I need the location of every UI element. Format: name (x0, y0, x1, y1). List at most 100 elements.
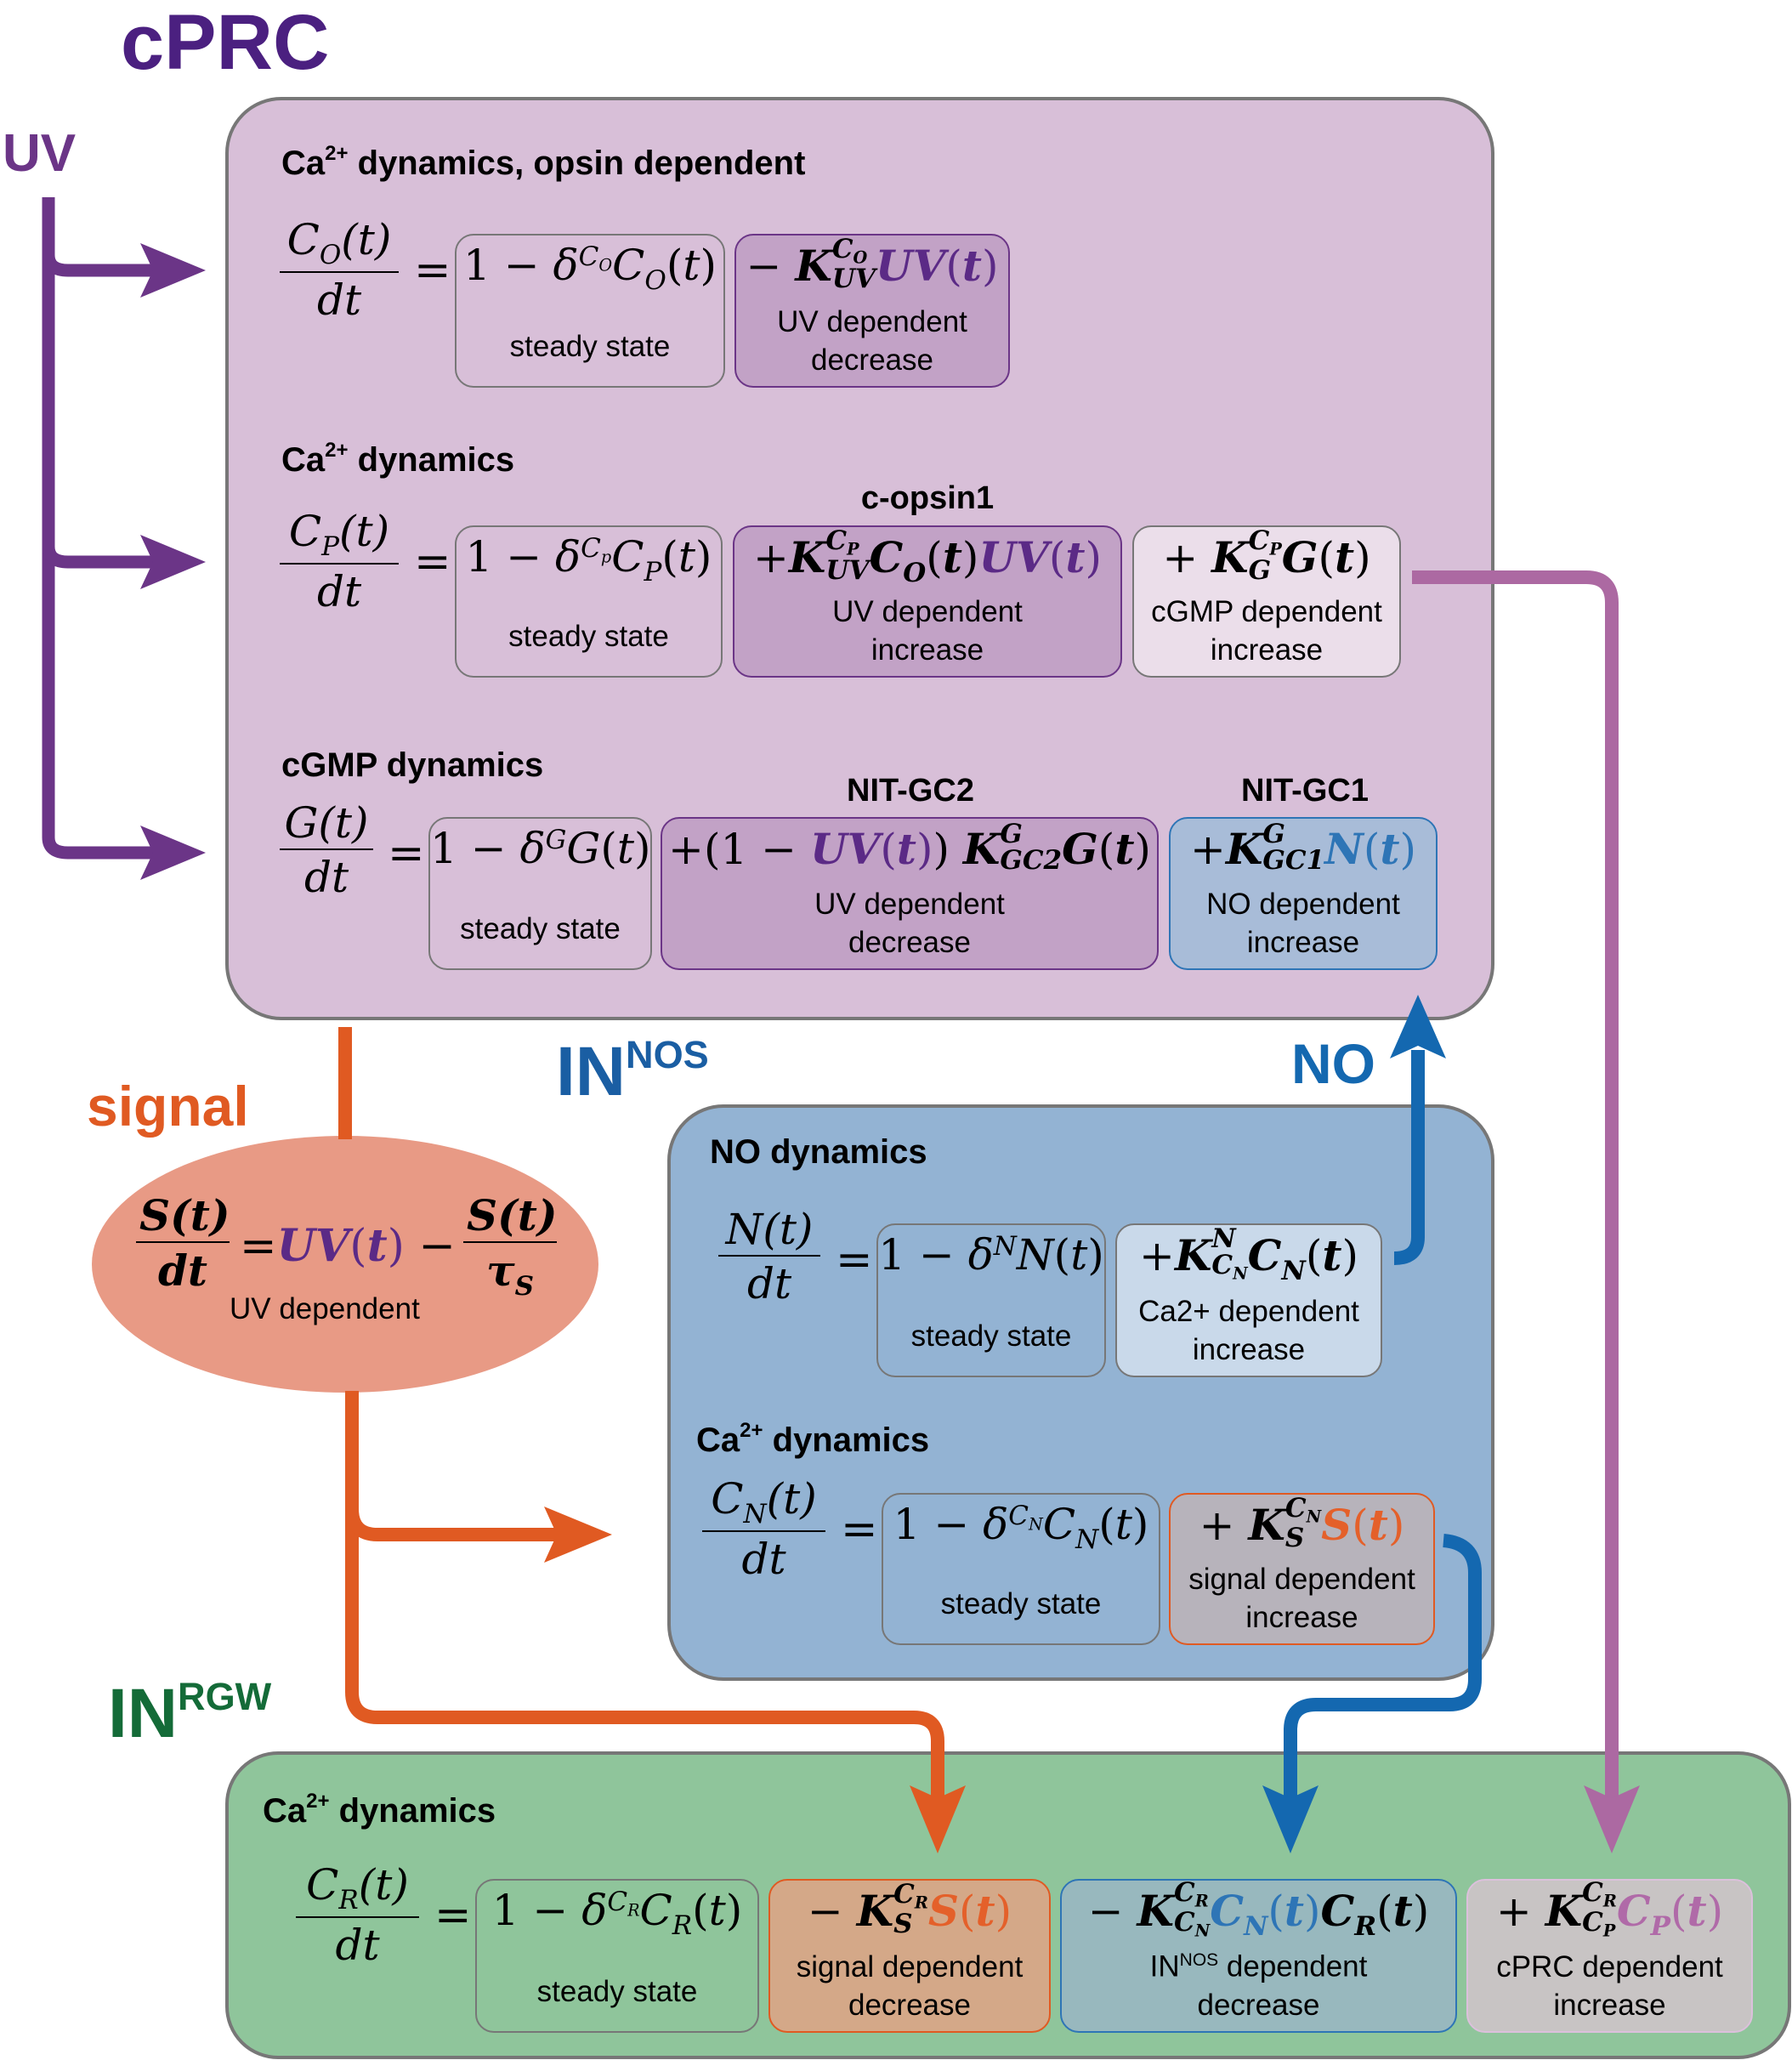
frac-denominator: τS (485, 1246, 535, 1302)
signal-trunk-bottom (345, 1391, 944, 1815)
s-lhs-fraction: S(t) dt (136, 1190, 230, 1298)
s-tau-fraction: S(t) τS (463, 1190, 558, 1303)
title-rest: dynamics (348, 441, 515, 479)
cr-term-steady-state: 1 − δCRCR(t) steady state (475, 1879, 759, 2033)
in-nos-base: IN (556, 1033, 626, 1110)
nit-gc2-label: NIT-GC2 (847, 773, 974, 809)
term-expression: 1 − δCNCN(t) (893, 1500, 1149, 1555)
uv-arrowheads (140, 243, 206, 880)
cn-lhs-fraction: CN(t) dt (702, 1473, 825, 1587)
term-expression: 1 − δCOCO(t) (463, 241, 717, 296)
signal-ellipse (92, 1136, 598, 1393)
frac-numerator: CN(t) (702, 1473, 825, 1533)
c-opsin1-label: c-opsin1 (860, 480, 995, 516)
equals-sign: = (414, 536, 451, 587)
caption-in: IN (1149, 1950, 1180, 1983)
term-caption: cGMP dependent increase (1151, 595, 1382, 667)
uv-arrowhead-2 (140, 535, 206, 589)
frac-denominator: dt (741, 1535, 786, 1585)
nos-section-2-title: Ca2+ dynamics (696, 1421, 929, 1459)
nos-section-1-title: NO dynamics (710, 1133, 927, 1171)
caption-dependent: dependent (1218, 1950, 1368, 1983)
cp-term-steady-state: 1 − δCpCP(t) steady state (455, 525, 723, 678)
frac-numerator: S(t) (136, 1190, 230, 1243)
title-ca: Ca (263, 1792, 307, 1830)
title-rest: dynamics, opsin dependent (348, 145, 806, 182)
in-nos-sup: NOS (626, 1033, 709, 1076)
frac-denominator: dt (303, 853, 349, 902)
frac-denominator: dt (316, 275, 362, 326)
frac-numerator: S(t) (463, 1190, 558, 1243)
title-ca: Ca (696, 1422, 740, 1459)
title-sup: 2+ (306, 1790, 330, 1813)
signal-arrowhead-nos (544, 1507, 612, 1563)
co-lhs-fraction: CO(t) dt (280, 214, 399, 328)
uv-arrowhead-1 (140, 243, 206, 298)
signal-rhs: =UV(t) − (240, 1220, 457, 1272)
cprc-section-1-title: Ca2+ dynamics, opsin dependent (281, 144, 806, 182)
equals-sign: = (414, 245, 451, 296)
term-caption: signal dependent increase (1188, 1563, 1415, 1634)
cn-term-steady-state: 1 − δCNCN(t) steady state (882, 1493, 1160, 1645)
cprc-section-2-title: Ca2+ dynamics (281, 440, 515, 479)
title-sup: 2+ (325, 439, 349, 462)
cr-lhs-fraction: CR(t) dt (296, 1859, 419, 1973)
g-lhs-fraction: G(t) dt (280, 797, 373, 905)
n-term-steady-state: 1 − δNN(t) steady state (876, 1223, 1106, 1377)
in-nos-label: INNOS (556, 1036, 709, 1107)
cp-to-rgw-arrow (1412, 570, 1640, 1853)
term-caption: UV dependent decrease (814, 888, 1005, 959)
equals-sign: = (836, 1234, 873, 1285)
term-expression: 1 − δCpCP(t) (465, 532, 712, 587)
frac-numerator: G(t) (280, 797, 373, 850)
caption-nos: NOS (1179, 1950, 1219, 1971)
uv-label: UV (3, 124, 77, 183)
no-label: NO (1291, 1032, 1375, 1095)
term-caption: signal dependent decrease (796, 1950, 1024, 2022)
term-caption: steady state (460, 912, 621, 945)
frac-denominator: dt (316, 567, 362, 617)
rgw-section-title: Ca2+ dynamics (263, 1791, 496, 1830)
equals-sign: = (388, 828, 425, 879)
g-term-steady-state: 1 − δGG(t) steady state (428, 817, 652, 970)
signal-label: signal (87, 1075, 249, 1138)
uv-branch-2 (42, 546, 174, 569)
frac-numerator: CP(t) (280, 506, 399, 565)
equals-sign: = (240, 1221, 277, 1272)
term-caption: Ca2+ dependent increase (1138, 1295, 1359, 1366)
uv-branch-1 (42, 254, 174, 277)
cn-to-rgw-arrow (1262, 1534, 1482, 1853)
equals-sign: = (841, 1504, 878, 1555)
term-caption: steady state (940, 1587, 1102, 1620)
frac-denominator: dt (157, 1246, 208, 1296)
term-caption: UV dependent increase (832, 595, 1023, 667)
uv-arrows (42, 197, 174, 860)
term-caption: steady state (536, 1975, 698, 2008)
equals-sign: = (434, 1890, 472, 1941)
cprc-title: cPRC (121, 0, 330, 86)
signal-caption: UV dependent (230, 1292, 420, 1325)
title-sup: 2+ (325, 142, 349, 165)
frac-denominator: dt (746, 1259, 792, 1308)
title-rest: dynamics (329, 1792, 496, 1830)
term-caption: NO dependent increase (1206, 888, 1400, 959)
term-caption: cPRC dependent increase (1496, 1950, 1723, 2022)
n-lhs-fraction: N(t) dt (718, 1204, 820, 1312)
